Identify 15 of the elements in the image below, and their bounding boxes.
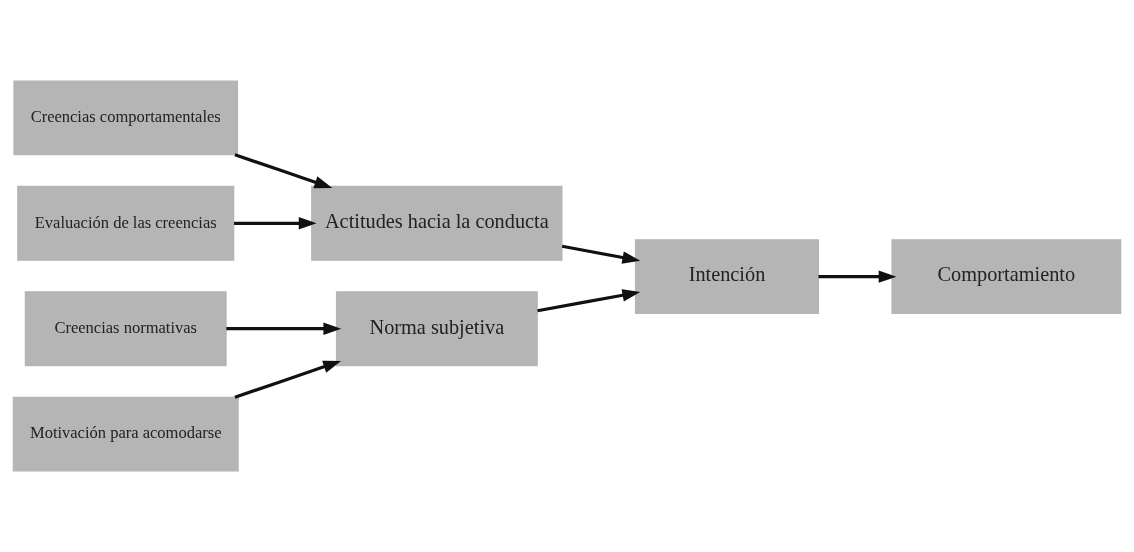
arrow — [234, 153, 333, 189]
node-box: Motivación para acomodarse — [12, 396, 239, 472]
arrow — [234, 360, 342, 399]
node-box: Evaluación de las creencias — [17, 185, 235, 261]
arrow — [561, 244, 641, 264]
node-box: Actitudes hacia la conducta — [311, 185, 563, 261]
arrow — [537, 289, 641, 313]
arrow — [818, 270, 897, 283]
node-box: Comportamiento — [891, 239, 1122, 315]
arrow — [234, 217, 317, 230]
node-box: Intención — [634, 239, 820, 315]
node-box: Creencias normativas — [24, 291, 227, 367]
arrow — [226, 322, 342, 335]
node-box: Creencias comportamentales — [13, 80, 239, 156]
node-box: Norma subjetiva — [335, 291, 538, 367]
